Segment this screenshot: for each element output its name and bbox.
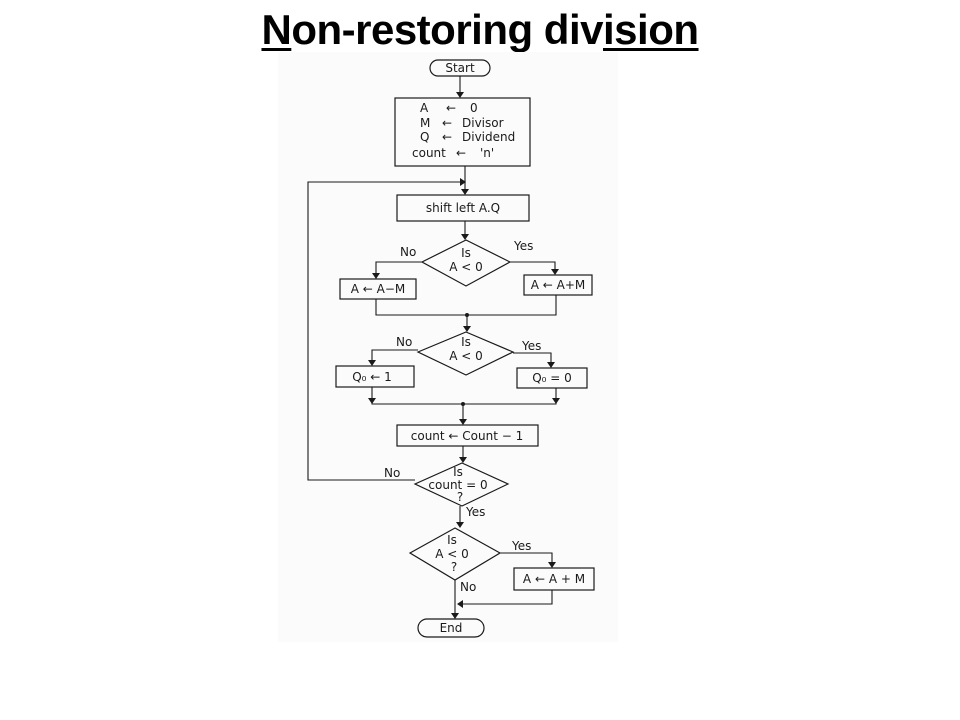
merge1-dot	[465, 313, 469, 317]
arrowhead	[461, 189, 469, 195]
final-add-label: A ← A + M	[523, 572, 585, 586]
shift-box	[396, 194, 530, 222]
decision2-no-label: No	[396, 335, 412, 349]
decision1-no-label: No	[400, 245, 416, 259]
arrowhead	[456, 522, 464, 528]
count-label: count ← Count − 1	[411, 429, 524, 443]
decision4-is: Is	[447, 533, 457, 547]
decision2-cond: A < 0	[449, 349, 483, 363]
decision1-yes-label: Yes	[513, 239, 533, 253]
decision2-diamond	[416, 331, 515, 376]
init-m-val: Divisor	[462, 116, 504, 130]
decision4-question: ?	[451, 560, 457, 574]
decision4-cond: A < 0	[435, 547, 469, 561]
init-m: M	[420, 116, 430, 130]
init-a-arrow: ←	[446, 101, 456, 115]
init-m-arrow: ←	[442, 116, 452, 130]
arrowhead	[368, 360, 376, 366]
decision3-yes-label: Yes	[465, 505, 485, 519]
arrowhead	[463, 326, 471, 332]
init-a-val: 0	[470, 101, 478, 115]
final-add-return-line	[458, 590, 553, 605]
init-a: A	[420, 101, 429, 115]
decision1-no-branch	[375, 261, 422, 277]
decision3-diamond	[413, 462, 510, 507]
shift-label: shift left A.Q	[426, 201, 500, 215]
decision2-yes-label: Yes	[521, 339, 541, 353]
arrowhead	[552, 398, 560, 404]
arrowhead	[551, 269, 559, 275]
decision4-yes-branch	[500, 552, 553, 566]
q-one-label: Q₀ ← 1	[352, 370, 392, 384]
init-count-arrow: ←	[456, 146, 466, 160]
decision1-diamond	[420, 239, 512, 287]
arrowhead	[459, 457, 467, 463]
q-zero-box	[516, 367, 588, 389]
end-label: End	[440, 621, 463, 635]
init-box	[394, 97, 531, 167]
arrowhead	[460, 178, 466, 186]
decision4-no-label: No	[460, 580, 476, 594]
arrowhead	[547, 362, 555, 368]
decision2-yes-branch	[513, 352, 552, 366]
init-q-val: Dividend	[462, 130, 515, 144]
end-terminal	[417, 618, 485, 638]
decision3-no-label: No	[384, 466, 400, 480]
add-label: A ← A+M	[531, 278, 586, 292]
init-q-arrow: ←	[442, 130, 452, 144]
init-count-val: 'n'	[480, 146, 494, 160]
decision2-no-branch	[371, 349, 418, 364]
arrowhead	[548, 562, 556, 568]
loop-back-line	[307, 181, 465, 481]
slide-title: Non-restoring division	[0, 2, 960, 58]
decision1-cond: A < 0	[449, 260, 483, 274]
sub-label: A ← A−M	[351, 282, 406, 296]
count-box	[396, 424, 539, 447]
init-count: count	[412, 146, 446, 160]
arrowhead	[461, 234, 469, 240]
arrowhead	[368, 398, 376, 404]
final-add-box	[513, 567, 595, 591]
arrowhead	[457, 600, 463, 608]
decision4-yes-label: Yes	[511, 539, 531, 553]
arrowhead	[459, 419, 467, 425]
title-underlined-n: N	[261, 6, 292, 53]
decision2-is: Is	[461, 335, 471, 349]
title-middle: on-restoring div	[291, 6, 603, 53]
add-box	[523, 274, 593, 296]
arrowhead	[456, 92, 464, 98]
start-label: Start	[445, 61, 475, 75]
q-one-box	[335, 365, 415, 388]
decision1-is: Is	[461, 246, 471, 260]
sub-box	[339, 278, 417, 300]
init-q: Q	[420, 130, 429, 144]
paper-background	[278, 52, 618, 642]
decision3-is: Is	[453, 465, 463, 479]
q-zero-label: Q₀ = 0	[532, 371, 572, 385]
decision3-question: ?	[457, 490, 463, 504]
title-underlined-end: ision	[603, 6, 699, 53]
arrowhead	[372, 273, 380, 279]
decision3-cond: count = 0	[428, 478, 487, 492]
arrowhead	[451, 613, 459, 619]
